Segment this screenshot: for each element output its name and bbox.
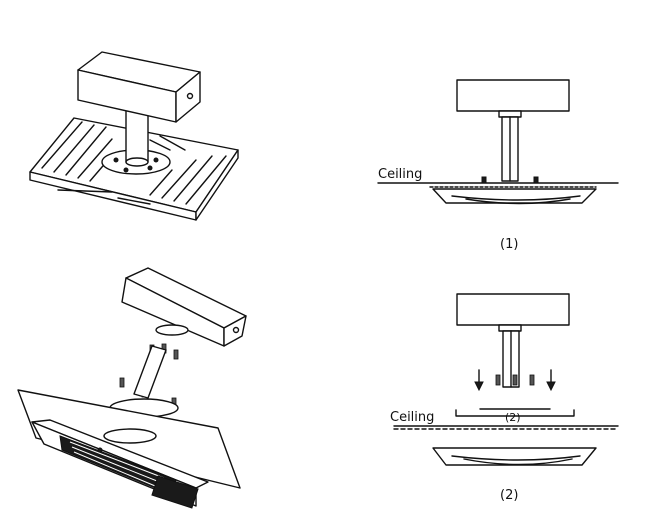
side-view-step1: Ceiling (1) (377, 79, 619, 252)
ceiling-plate-exploded (17, 389, 241, 489)
assembled-fixture-iso (29, 51, 239, 221)
fixture-body-exploded (31, 419, 209, 509)
junction-box-exploded (121, 267, 247, 347)
pipe-iso (125, 99, 149, 167)
junction-box-iso (77, 51, 201, 123)
down-arrow-right (546, 369, 556, 392)
step2-label: (2) (500, 488, 518, 503)
plate-bracket (455, 409, 575, 417)
side-view-step2: Ceiling (2) (2) (390, 293, 619, 503)
junction-box-side-2 (456, 293, 570, 326)
ceiling-label-bottom: Ceiling (390, 410, 434, 425)
exploded-fixture-iso (17, 267, 247, 509)
ceiling-label-top: Ceiling (378, 167, 422, 182)
step2-inline-label: (2) (505, 411, 521, 424)
junction-box-side (456, 79, 570, 112)
step1-label: (1) (500, 237, 518, 252)
gasket-ring (155, 324, 189, 336)
down-arrow-left (474, 369, 484, 392)
screws-side-2 (495, 374, 535, 386)
pipe-exploded (133, 345, 167, 399)
